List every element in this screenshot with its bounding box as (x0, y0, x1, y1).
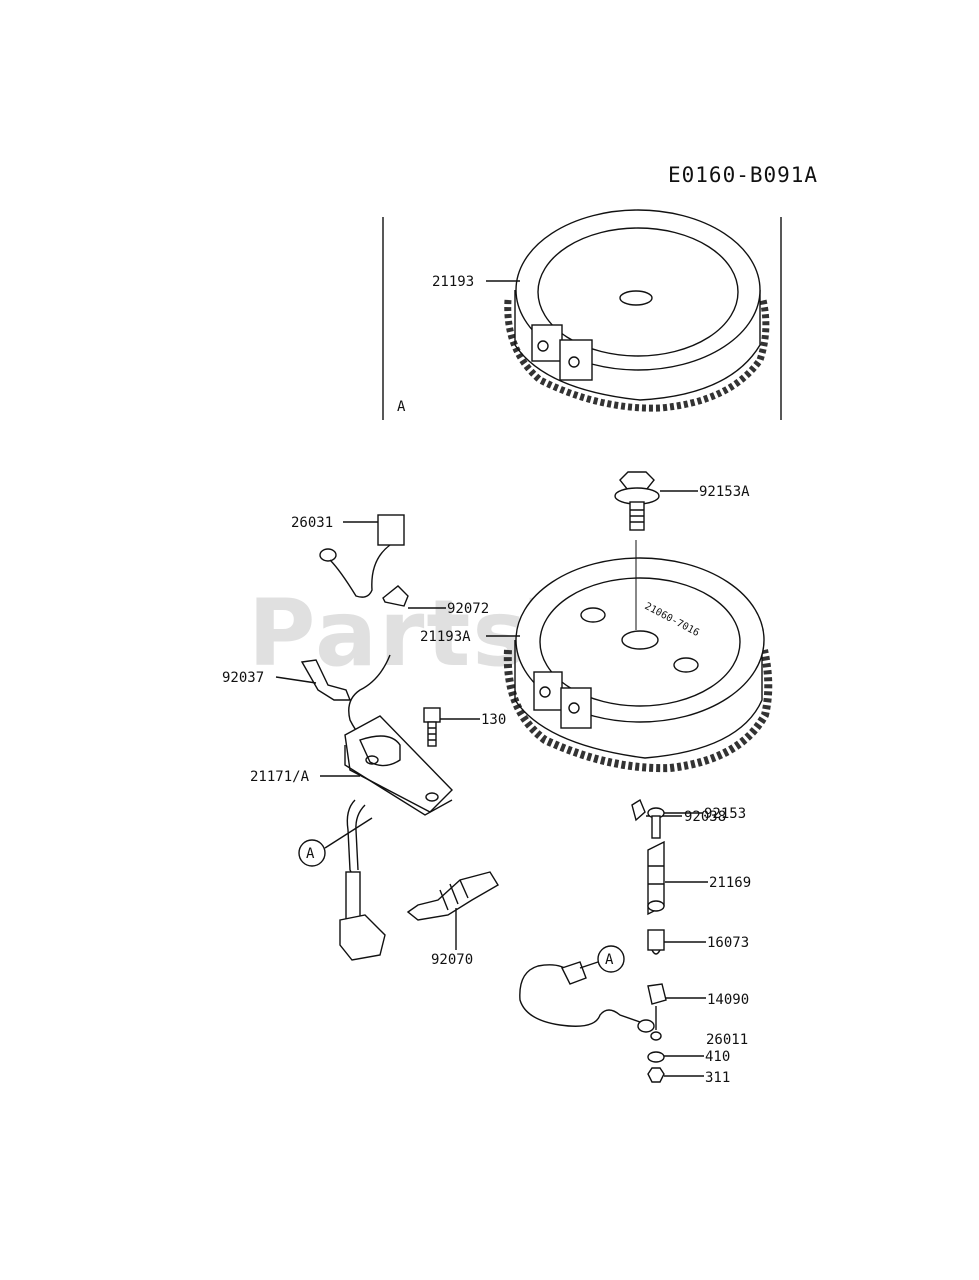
ref-circle-left-label: A (306, 846, 315, 862)
callout-92070: 92070 (431, 952, 473, 968)
callout-21171A: 21171/A (250, 769, 310, 785)
callout-92072: 92072 (447, 601, 489, 617)
inset-ref-label: A (397, 399, 406, 415)
ref-circle-right-label: A (605, 952, 614, 968)
callout-92153A: 92153A (699, 484, 750, 500)
ref-circle-left (298, 839, 326, 867)
flywheel-bolt (614, 471, 660, 531)
callout-21193: 21193 (432, 274, 474, 290)
part-14090 (647, 983, 667, 1005)
flywheel-key (631, 798, 646, 822)
washer-410 (647, 1051, 665, 1063)
flywheel-inset (504, 209, 770, 412)
clip-92072 (382, 585, 409, 607)
callout-92037: 92037 (222, 670, 264, 686)
ground-lead-92037 (300, 654, 391, 736)
ref-circle-right (597, 945, 625, 973)
callout-21169: 21169 (709, 875, 751, 891)
leader-92037 (275, 676, 317, 684)
callout-311: 311 (705, 1070, 730, 1086)
spark-plug-cap (339, 871, 386, 961)
flywheel-main (503, 557, 773, 773)
callout-130: 130 (481, 712, 506, 728)
callout-26011: 26011 (706, 1032, 748, 1048)
leader-ref-left (324, 817, 373, 849)
callout-14090: 14090 (707, 992, 749, 1008)
lead-wire-26011 (519, 961, 662, 1041)
bolt-130 (423, 707, 441, 747)
callout-26031: 26031 (291, 515, 333, 531)
diagram-code: E0160-B091A (668, 163, 819, 187)
ignition-coil (344, 715, 453, 881)
spark-plug (406, 871, 499, 921)
nut-311 (647, 1067, 665, 1083)
callout-21193A: 21193A (420, 629, 471, 645)
callout-16073: 16073 (707, 935, 749, 951)
callout-92153: 92153 (704, 806, 746, 822)
screw-92153 (647, 807, 665, 839)
part-16073 (647, 929, 665, 955)
terminal-26031 (319, 514, 405, 598)
leader-ref-right (579, 961, 599, 969)
bracket-21169 (647, 840, 665, 916)
callout-410: 410 (705, 1049, 730, 1065)
